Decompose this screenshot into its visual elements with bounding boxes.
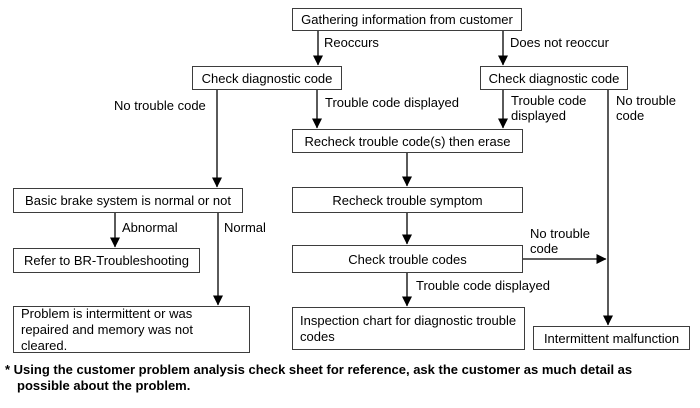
footnote-line-2: possible about the problem. [17, 378, 191, 393]
node-problem-intermittent: Problem is intermittent or was repaired … [13, 306, 250, 353]
edge-label-normal: Normal [224, 220, 266, 235]
edge-label-trouble-code-displayed-left: Trouble code displayed [325, 95, 459, 110]
node-basic-brake-system: Basic brake system is normal or not [13, 188, 243, 213]
node-recheck-trouble-codes-erase: Recheck trouble code(s) then erase [292, 129, 523, 153]
edge-label-does-not-reoccur: Does not reoccur [510, 35, 609, 50]
node-recheck-trouble-symptom: Recheck trouble symptom [292, 187, 523, 213]
node-check-diagnostic-code-right: Check diagnostic code [480, 66, 628, 90]
edge-label-trouble-code-displayed-right: Trouble code displayed [511, 93, 587, 123]
footnote: * Using the customer problem analysis ch… [5, 362, 697, 394]
footnote-line-1: * Using the customer problem analysis ch… [5, 362, 633, 377]
edge-label-trouble-code-displayed-bottom: Trouble code displayed [416, 278, 550, 293]
node-refer-br-troubleshooting: Refer to BR-Troubleshooting [13, 248, 200, 273]
node-intermittent-malfunction: Intermittent malfunction [533, 326, 690, 350]
node-inspection-chart: Inspection chart for diagnostic trouble … [292, 307, 525, 350]
node-check-diagnostic-code-left: Check diagnostic code [192, 66, 342, 90]
node-gathering-information: Gathering information from customer [292, 8, 522, 31]
edge-label-abnormal: Abnormal [122, 220, 178, 235]
edge-label-reoccurs: Reoccurs [324, 35, 379, 50]
edge-label-no-trouble-code-middle: No trouble code [530, 226, 590, 256]
node-check-trouble-codes: Check trouble codes [292, 245, 523, 273]
edge-label-no-trouble-code-right: No trouble code [616, 93, 676, 123]
edge-label-no-trouble-code-left: No trouble code [114, 98, 206, 113]
